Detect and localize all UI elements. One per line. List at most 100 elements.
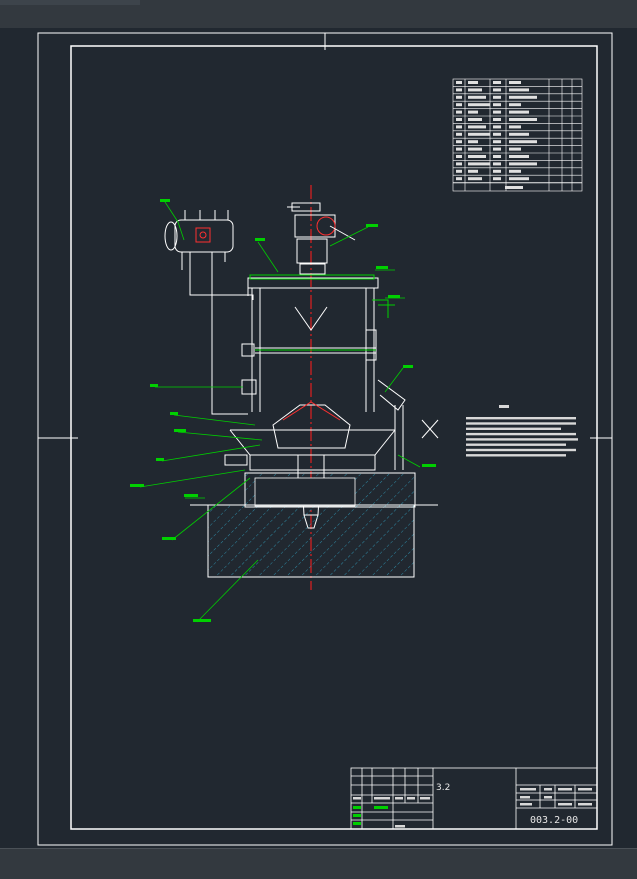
title-block [350, 767, 598, 830]
leader-label-mark [193, 619, 211, 622]
table-cell-mark [493, 103, 501, 107]
hearth-accent [282, 401, 341, 421]
table-cell-mark [468, 88, 482, 92]
table-cell-mark [468, 110, 478, 114]
table-cell-mark [456, 169, 462, 173]
table-cell-mark [456, 147, 462, 151]
table-cell-mark [468, 177, 482, 181]
table-cell-mark [468, 118, 482, 121]
cad-status-bar [0, 848, 637, 879]
table-cell-mark [456, 103, 462, 107]
title-cell-mark [578, 788, 592, 791]
table-cell-mark [456, 155, 462, 158]
table-cell-mark [456, 118, 462, 121]
note-line-mark [466, 422, 576, 425]
furnace-shell [241, 277, 379, 412]
table-cell-mark [456, 162, 462, 166]
title-cell-mark [520, 788, 536, 791]
table-cell-mark [468, 95, 486, 99]
note-line-mark [466, 427, 561, 430]
table-cell-mark [456, 140, 462, 144]
table-cell-mark [468, 140, 478, 144]
foundation [190, 472, 438, 578]
table-cell-mark [468, 125, 486, 129]
notes-heading-mark [499, 405, 509, 408]
table-cell-mark [468, 103, 490, 107]
table-cell-mark [509, 88, 529, 92]
table-cell-mark [509, 125, 521, 129]
note-line-mark [466, 448, 576, 452]
leader-label-mark [184, 494, 198, 497]
leader-label-mark [130, 484, 144, 487]
table-cell-mark [509, 147, 521, 151]
title-cell-mark [374, 797, 390, 800]
table-cell-mark [493, 162, 501, 166]
table-cell-mark [468, 162, 490, 166]
title-cell-mark [407, 797, 415, 800]
table-cell-mark [493, 140, 501, 144]
title-cell-mark [578, 803, 592, 806]
table-cell-mark [493, 95, 501, 99]
title-block-marks [353, 788, 592, 828]
drawing-title: 3.2 [436, 783, 450, 793]
inner-ring [249, 274, 395, 351]
leader-label-mark [156, 458, 164, 461]
table-cell-mark [509, 132, 529, 136]
title-cell-mark [558, 788, 572, 791]
drawing-number: 003.2-00 [530, 815, 578, 826]
title-green-mark [353, 822, 361, 825]
leader-lines [139, 201, 421, 623]
leader-label-mark [376, 266, 388, 269]
note-line-mark [466, 454, 566, 457]
table-cell-mark [493, 88, 501, 92]
table-cell-mark [509, 110, 529, 114]
table-cell-mark [456, 177, 462, 181]
table-cell-mark [493, 110, 501, 114]
x-marker [421, 419, 439, 439]
table-cell-mark [493, 118, 501, 121]
table-cell-mark [468, 81, 478, 84]
parts-list-text-marks [456, 81, 537, 189]
table-cell-mark [509, 177, 529, 181]
title-cell-mark [520, 803, 532, 806]
leader-label-mark [388, 295, 400, 298]
table-cell-mark [509, 169, 521, 173]
leader-label-mark [255, 238, 265, 241]
table-cell-mark [456, 110, 462, 114]
tank-accent [177, 221, 185, 241]
table-cell-mark [493, 81, 501, 84]
table-cell-mark [456, 132, 462, 136]
table-cell-mark [509, 118, 537, 121]
title-cell-mark [353, 797, 361, 800]
title-cell-mark [558, 803, 572, 806]
title-cell-mark [395, 797, 403, 800]
table-cell-mark [468, 169, 478, 173]
technical-notes [466, 405, 578, 457]
title-cell-mark [395, 825, 405, 828]
title-cell-mark [420, 797, 430, 800]
note-line-mark [466, 443, 566, 446]
table-cell-mark [456, 88, 462, 92]
table-cell-mark [509, 103, 521, 107]
leader-label-mark [162, 537, 176, 540]
table-cell-mark [493, 155, 501, 158]
leader-label-mark [174, 429, 186, 432]
table-cell-mark [509, 81, 521, 84]
note-line-mark [466, 432, 576, 436]
parts-list-table [452, 78, 583, 192]
leader-label-mark [403, 365, 413, 368]
title-cell-mark [520, 796, 530, 799]
title-cell-mark [544, 796, 552, 799]
leader-labels [130, 199, 436, 622]
table-cell-mark [509, 155, 529, 158]
table-cell-mark [509, 140, 537, 144]
table-cell-mark [509, 162, 537, 166]
note-line-mark [466, 438, 578, 441]
table-cell-mark [468, 147, 482, 151]
leader-label-mark [160, 199, 170, 202]
title-block-green [353, 806, 388, 825]
gas-tank [164, 210, 254, 415]
hearth-cone [224, 379, 406, 529]
leader-label-mark [366, 224, 378, 227]
